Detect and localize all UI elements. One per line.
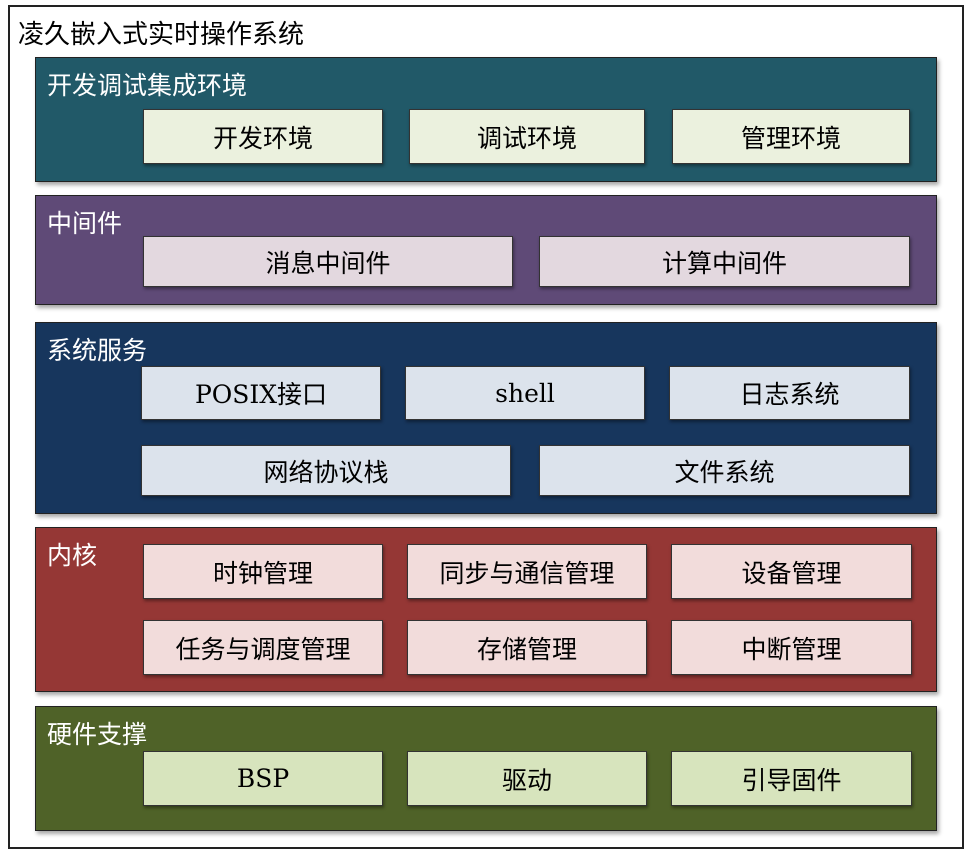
module-box: 网络协议栈 <box>141 445 511 496</box>
layer-label: 硬件支撑 <box>47 720 148 749</box>
module-box: 中断管理 <box>671 620 912 675</box>
module-box: POSIX接口 <box>141 366 381 420</box>
module-box: 管理环境 <box>672 109 910 164</box>
module-box: 文件系统 <box>539 445 910 496</box>
diagram-title: 凌久嵌入式实时操作系统 <box>18 20 305 50</box>
module-box: 驱动 <box>407 751 647 806</box>
module-box: 任务与调度管理 <box>143 620 383 675</box>
layer-label: 开发调试集成环境 <box>47 71 248 100</box>
layer-label: 中间件 <box>47 209 123 238</box>
os-architecture-frame <box>8 5 964 849</box>
layer-label: 系统服务 <box>47 336 148 365</box>
module-box: 开发环境 <box>143 109 383 164</box>
module-box: 存储管理 <box>407 620 647 675</box>
layer-label: 内核 <box>47 541 98 570</box>
module-box: 同步与通信管理 <box>407 544 647 599</box>
module-box: BSP <box>143 751 383 806</box>
module-box: 调试环境 <box>409 109 645 164</box>
module-box: 引导固件 <box>671 751 912 806</box>
module-box: 时钟管理 <box>143 544 383 599</box>
module-box: 设备管理 <box>671 544 912 599</box>
module-box: 计算中间件 <box>539 236 910 287</box>
module-box: 日志系统 <box>669 366 910 420</box>
module-box: shell <box>405 366 645 420</box>
module-box: 消息中间件 <box>143 236 513 287</box>
